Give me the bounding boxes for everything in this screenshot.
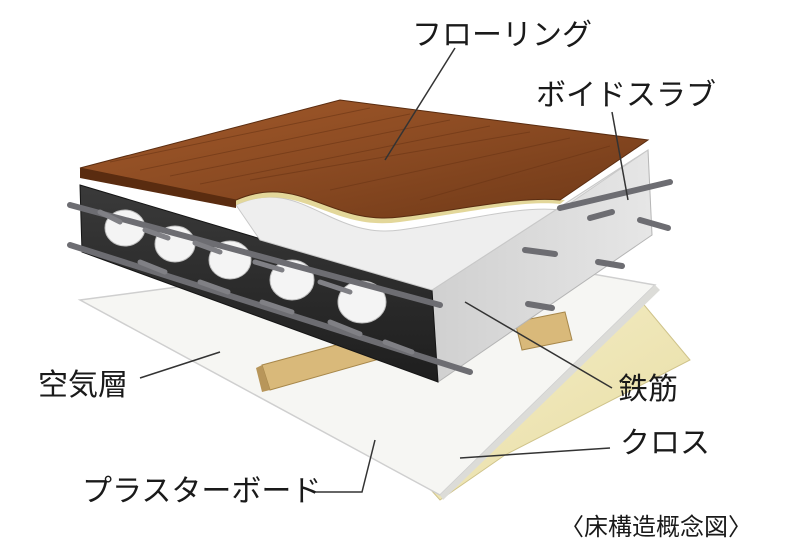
joist-front-end bbox=[256, 365, 270, 392]
leader-cloth bbox=[459, 447, 611, 459]
leader-flooring bbox=[384, 47, 456, 161]
diagram-caption: 〈床構造概念図〉 bbox=[560, 513, 752, 541]
rebar-stubs bbox=[97, 209, 415, 355]
leader-lines bbox=[139, 47, 629, 493]
leader-air-layer bbox=[139, 351, 221, 379]
plasterboard-edge bbox=[440, 285, 660, 500]
flooring-front-edge bbox=[80, 168, 236, 208]
label-flooring: フローリング bbox=[412, 18, 592, 53]
label-rebar: 鉄筋 bbox=[618, 372, 678, 407]
joist-back bbox=[514, 311, 573, 351]
label-plasterboard: プラスターボード bbox=[82, 474, 322, 509]
label-void-slab: ボイドスラブ bbox=[536, 78, 716, 113]
foam-layer bbox=[235, 149, 649, 291]
flooring-top bbox=[79, 99, 650, 219]
leader-void-slab bbox=[611, 111, 629, 201]
label-cloth: クロス bbox=[620, 426, 710, 461]
label-air-layer: 空気層 bbox=[38, 368, 128, 403]
leader-plasterboard bbox=[315, 439, 376, 493]
leader-rebar bbox=[464, 301, 613, 389]
